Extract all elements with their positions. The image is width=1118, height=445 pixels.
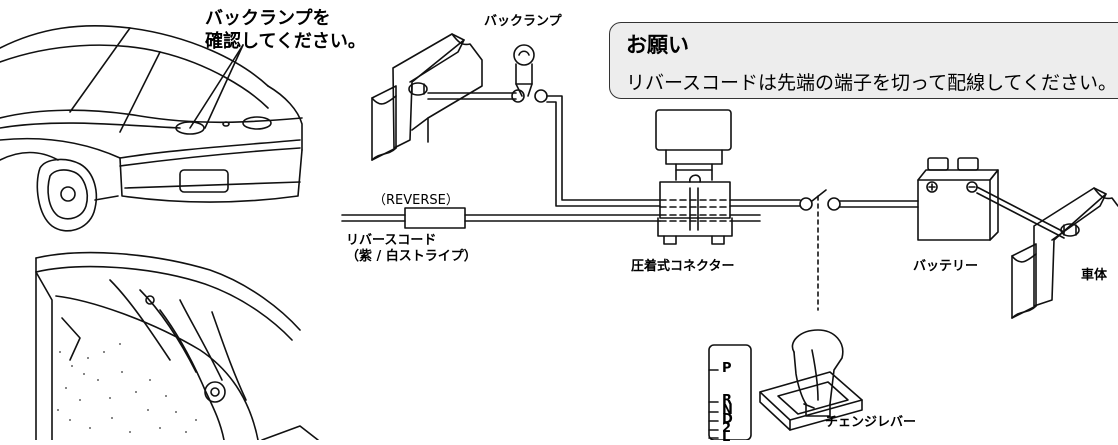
body-label: 車体 — [1081, 268, 1108, 283]
notice-body: リバースコードは先端の端子を切って配線してください。 — [626, 72, 1117, 94]
reverse-cord-label-line2: （紫 / 白ストライプ） — [346, 249, 477, 265]
ground-bracket-left — [371, 33, 483, 161]
check-lamp-label-line2: 確認してください。 — [205, 31, 366, 53]
connector-label: 圧着式コネクター — [631, 259, 735, 274]
crimp-connector — [655, 109, 733, 245]
gear-position-n: N — [722, 403, 733, 418]
reverse-cord-label-line1: リバースコード — [346, 233, 437, 248]
notice-box: お願い リバースコードは先端の端子を切って配線してください。 — [609, 22, 1118, 99]
gear-position-d: D — [722, 412, 733, 427]
reverse-cord-label: リバースコード （紫 / 白ストライプ） — [346, 233, 477, 266]
ground-bracket-right — [1011, 187, 1118, 319]
gear-position-p: P — [722, 361, 732, 376]
change-lever-illustration — [759, 329, 863, 431]
battery-illustration — [917, 157, 999, 241]
reverse-label: （REVERSE） — [373, 193, 459, 208]
check-lamp-label: バックランプを 確認してください。 — [205, 7, 366, 54]
battery-label: バッテリー — [913, 259, 979, 274]
notice-title: お願い — [626, 33, 689, 57]
car-rear-illustration — [0, 24, 303, 232]
gear-position-r: R — [722, 393, 733, 408]
gear-position-l: L — [722, 430, 731, 445]
back-lamp-label: バックランプ — [484, 14, 562, 29]
check-lamp-label-line1: バックランプを — [205, 8, 331, 29]
back-lamp-bulb — [513, 44, 535, 97]
gear-indicator-panel — [708, 344, 752, 440]
gear-position-2: 2 — [722, 421, 732, 436]
change-lever-label: チェンジレバー — [825, 415, 917, 430]
trunk-interior-illustration — [35, 251, 319, 440]
